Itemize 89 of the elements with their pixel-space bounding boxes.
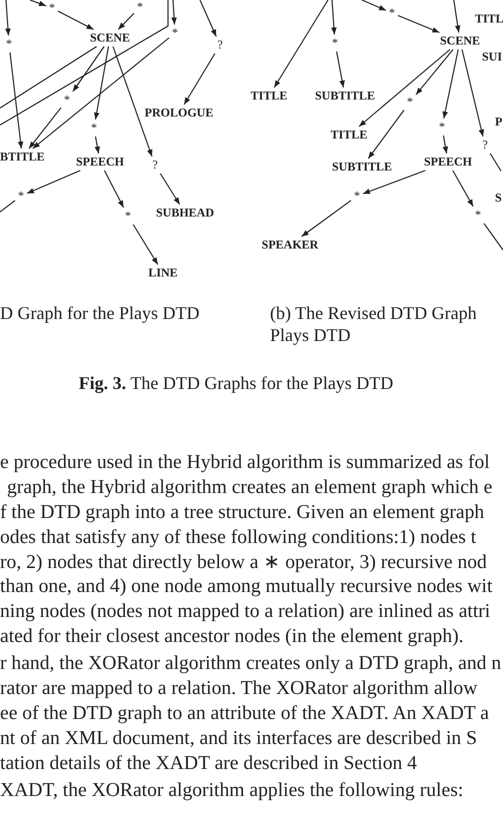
- operator-symbol: *: [406, 96, 414, 108]
- element-name: TITLE: [330, 128, 368, 142]
- operator-symbol: *: [90, 122, 98, 134]
- element-name: SPEECH: [76, 156, 124, 168]
- element-name: SPEAKER: [262, 238, 318, 252]
- connector-line: [0, 200, 16, 212]
- element-name: BTITLE: [0, 150, 45, 164]
- arrow: [442, 49, 459, 119]
- operator-symbol: *: [171, 26, 179, 40]
- element-name: SUBTITLE: [314, 90, 376, 102]
- arrow: [32, 37, 170, 149]
- arrow: [368, 110, 404, 159]
- body-text-line: graph, the Hybrid algorithm creates an element graph which e: [7, 478, 492, 498]
- arrow: [184, 53, 216, 105]
- arrow: [26, 170, 80, 194]
- subfigure-caption: D Graph for the Plays DTD: [0, 303, 200, 323]
- arrow: [104, 170, 124, 208]
- arrow: [171, 0, 177, 25]
- operator-symbol: *: [63, 94, 71, 106]
- operator-symbol: *: [474, 208, 482, 222]
- body-text-line: ated for their closest ancestor nodes (in the element graph).: [0, 627, 464, 647]
- arrow: [301, 200, 352, 237]
- element-name: SPEECH: [424, 156, 472, 168]
- element-name: SUBTITLE: [332, 160, 392, 174]
- body-text-line: f the DTD graph into a tree structure. Given an element graph: [0, 503, 484, 523]
- arrow: [118, 12, 134, 30]
- body-text-line: rator are mapped to a relation. The XORator algorithm allow: [0, 679, 478, 699]
- operator-symbol: ?: [151, 158, 159, 172]
- arrow: [200, 0, 217, 37]
- arrow: [362, 0, 386, 11]
- element-name: TITL: [475, 12, 503, 26]
- element-name: SCENE: [90, 32, 130, 44]
- arrow: [462, 49, 484, 137]
- operator-symbol: *: [124, 210, 132, 222]
- operator-symbol: *: [438, 120, 446, 134]
- arrow: [58, 10, 94, 30]
- arrow: [331, 0, 337, 35]
- arrow: [358, 49, 450, 127]
- arrow: [416, 49, 454, 96]
- arrow: [94, 46, 110, 120]
- element-name: SCENE: [440, 34, 480, 48]
- arrow: [112, 46, 152, 157]
- arrow: [9, 52, 24, 149]
- element-name: LINE: [148, 266, 178, 280]
- body-text-line: nt of an XML document, and its interfaces are described in S: [0, 729, 477, 749]
- element-name: PROLOGUE: [144, 106, 214, 120]
- element-name: P: [495, 116, 502, 128]
- arrow: [94, 136, 100, 154]
- body-text-line: odes that satisfy any of these following conditions:1) nodes t: [0, 528, 476, 548]
- arrow: [442, 135, 448, 154]
- operator-symbol: *: [353, 190, 361, 202]
- element-name: TITLE: [250, 90, 288, 102]
- arrow: [336, 51, 345, 88]
- figure-caption: Fig. 3. The DTD Graphs for the Plays DTD: [78, 373, 394, 393]
- operator-symbol: *: [388, 6, 396, 20]
- subfigure-caption: (b) The Revised DTD Graph: [270, 303, 477, 323]
- arrow: [451, 0, 460, 33]
- operator-symbol: *: [136, 0, 144, 14]
- body-text-line: ee of the DTD graph to an attribute of the XADT. An XADT a: [0, 704, 489, 724]
- body-text-line: XADT, the XORator algorithm applies the following rules:: [0, 781, 464, 801]
- arrow: [398, 14, 440, 33]
- operator-symbol: ?: [216, 38, 224, 52]
- body-text-line: ning nodes (nodes not mapped to a relation) are inlined as attri: [0, 602, 490, 622]
- operator-symbol: *: [48, 2, 56, 14]
- arrow: [5, 0, 11, 36]
- connector-line: [484, 223, 503, 250]
- arrow: [30, 0, 46, 6]
- element-name: S: [495, 192, 502, 204]
- connector-line: [490, 153, 502, 172]
- subfigure-caption: Plays DTD: [270, 325, 350, 345]
- connector-line: [0, 46, 97, 108]
- arrow: [160, 173, 180, 205]
- body-text-line: tation details of the XADT are described in Section 4: [0, 754, 417, 774]
- operator-symbol: *: [17, 190, 25, 202]
- arrow: [72, 46, 105, 92]
- arrow: [274, 0, 328, 88]
- arrow: [452, 170, 474, 207]
- element-name: SUI: [482, 50, 502, 64]
- arrow: [132, 224, 158, 265]
- operator-symbol: *: [331, 36, 339, 50]
- body-text-line: e procedure used in the Hybrid algorithm is summarized as fol: [0, 453, 490, 473]
- body-text-line: r hand, the XORator algorithm creates only a DTD graph, and n: [0, 654, 502, 674]
- arrow: [362, 170, 426, 194]
- body-text-line: than one, and 4) one node among mutually recursive nodes wit: [0, 577, 492, 597]
- body-text-line: ro, 2) nodes that directly below a ∗ operator, 3) recursive nod: [0, 553, 487, 573]
- arrow: [28, 107, 62, 149]
- operator-symbol: *: [5, 38, 13, 50]
- operator-symbol: ?: [481, 138, 489, 152]
- element-name: SUBHEAD: [156, 206, 214, 220]
